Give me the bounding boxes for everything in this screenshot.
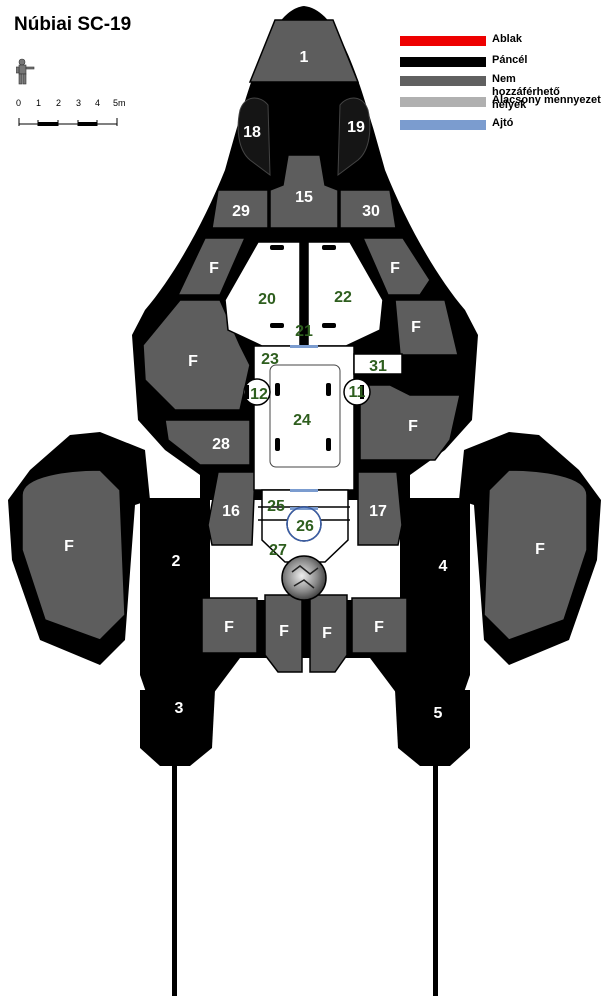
- room-label-23: 23: [261, 351, 279, 368]
- legend-swatch-low-ceiling: [400, 97, 486, 107]
- room-label-fuel-right-wing: F: [535, 541, 545, 558]
- fuel-area-right-upper: [361, 237, 431, 296]
- fuel-area-bottom-1: [201, 597, 258, 654]
- room-label-15: 15: [295, 189, 313, 206]
- room-label-fuel-3: F: [188, 353, 198, 370]
- scale-tick-5: 5m: [113, 98, 126, 108]
- legend-swatch-armor: [400, 57, 486, 67]
- room-label-28: 28: [212, 436, 230, 453]
- legend-label-door: Ajtó: [492, 117, 514, 129]
- room-label-29: 29: [232, 203, 250, 220]
- room-label-5: 5: [434, 705, 443, 722]
- legend-swatch-door: [400, 120, 486, 130]
- room-label-fuel-1: F: [209, 260, 219, 277]
- scale-tick-1: 1: [36, 98, 42, 108]
- room-label-fuel-b1: F: [224, 619, 234, 636]
- room-24-outline: [269, 364, 341, 468]
- room-label-2: 2: [172, 553, 181, 570]
- legend-swatch-window: [400, 36, 486, 46]
- scale-tick-4: 4: [95, 98, 101, 108]
- scale-bar: 0 1 2 3 4 5m: [15, 58, 126, 128]
- room-label-4: 4: [439, 558, 448, 575]
- diagram-title: Núbiai SC-19: [14, 14, 132, 35]
- room-28-area: [164, 419, 251, 466]
- room-label-1: 1: [300, 49, 309, 66]
- scale-tick-0: 0: [16, 98, 22, 108]
- fuel-area-bottom-3: [309, 594, 348, 673]
- room-label-18: 18: [243, 124, 261, 141]
- fuel-area-left-wing: [21, 469, 126, 641]
- room-label-19: 19: [347, 119, 365, 136]
- room-label-31: 31: [369, 358, 387, 375]
- fuel-area-right-wing: [483, 469, 588, 641]
- left-antenna: [172, 760, 177, 996]
- right-antenna: [433, 760, 438, 996]
- fuel-area-right-middle: [394, 299, 459, 356]
- fuel-area-left-upper: [176, 237, 247, 296]
- room-label-fuel-b2: F: [279, 623, 289, 640]
- turret-orb-icon: [281, 555, 327, 601]
- room-label-fuel-left-wing: F: [64, 538, 74, 555]
- room-label-16: 16: [222, 503, 240, 520]
- room-29-area: [211, 189, 269, 229]
- room-label-20: 20: [258, 291, 276, 308]
- room-label-11: 11: [349, 384, 366, 401]
- room-label-14: 14: [334, 570, 352, 587]
- doors: [290, 345, 318, 510]
- room-15-area: [269, 154, 339, 229]
- room-19-area: [337, 97, 371, 177]
- room-label-fuel-4: F: [411, 319, 421, 336]
- room-18-area: [237, 97, 271, 177]
- room-label-26: 26: [296, 518, 314, 535]
- room-label-fuel-b4: F: [374, 619, 384, 636]
- room-label-3: 3: [175, 700, 184, 717]
- room-label-24: 24: [293, 412, 311, 429]
- legend-swatch-inaccessible: [400, 76, 486, 86]
- legend-label-armor: Páncél: [492, 54, 528, 66]
- room-30-area: [339, 189, 397, 229]
- trooper-figure-icon: [15, 58, 118, 126]
- room-label-fuel-2: F: [390, 260, 400, 277]
- room-1-area: [248, 19, 360, 83]
- room-label-fuel-5: F: [408, 418, 418, 435]
- room-16-area: [207, 471, 256, 546]
- room-label-27: 27: [269, 542, 287, 559]
- fuel-area-bottom-4: [351, 597, 408, 654]
- legend-label-window: Ablak: [492, 33, 522, 45]
- room-label-21: 21: [295, 323, 313, 340]
- room-17-area: [357, 471, 403, 546]
- room-label-25: 25: [267, 498, 285, 515]
- scale-tick-2: 2: [56, 98, 62, 108]
- legend-label-inaccessible: Nem hozzáférhető helyek: [492, 73, 560, 111]
- legend-label-low-ceiling: Alacsony mennyezet: [492, 94, 601, 106]
- room-label-30: 30: [362, 203, 380, 220]
- room-12-area: [243, 378, 271, 406]
- room-label-22: 22: [334, 289, 352, 306]
- room-31-area: [353, 353, 403, 375]
- scale-tick-3: 3: [76, 98, 82, 108]
- room-label-fuel-b3: F: [322, 625, 332, 642]
- fuel-area-right-lower: [359, 384, 461, 461]
- room-label-17: 17: [369, 503, 387, 520]
- seat-marks: [245, 245, 364, 451]
- room-label-12: 12: [250, 386, 268, 403]
- inaccessible-areas: [21, 19, 588, 673]
